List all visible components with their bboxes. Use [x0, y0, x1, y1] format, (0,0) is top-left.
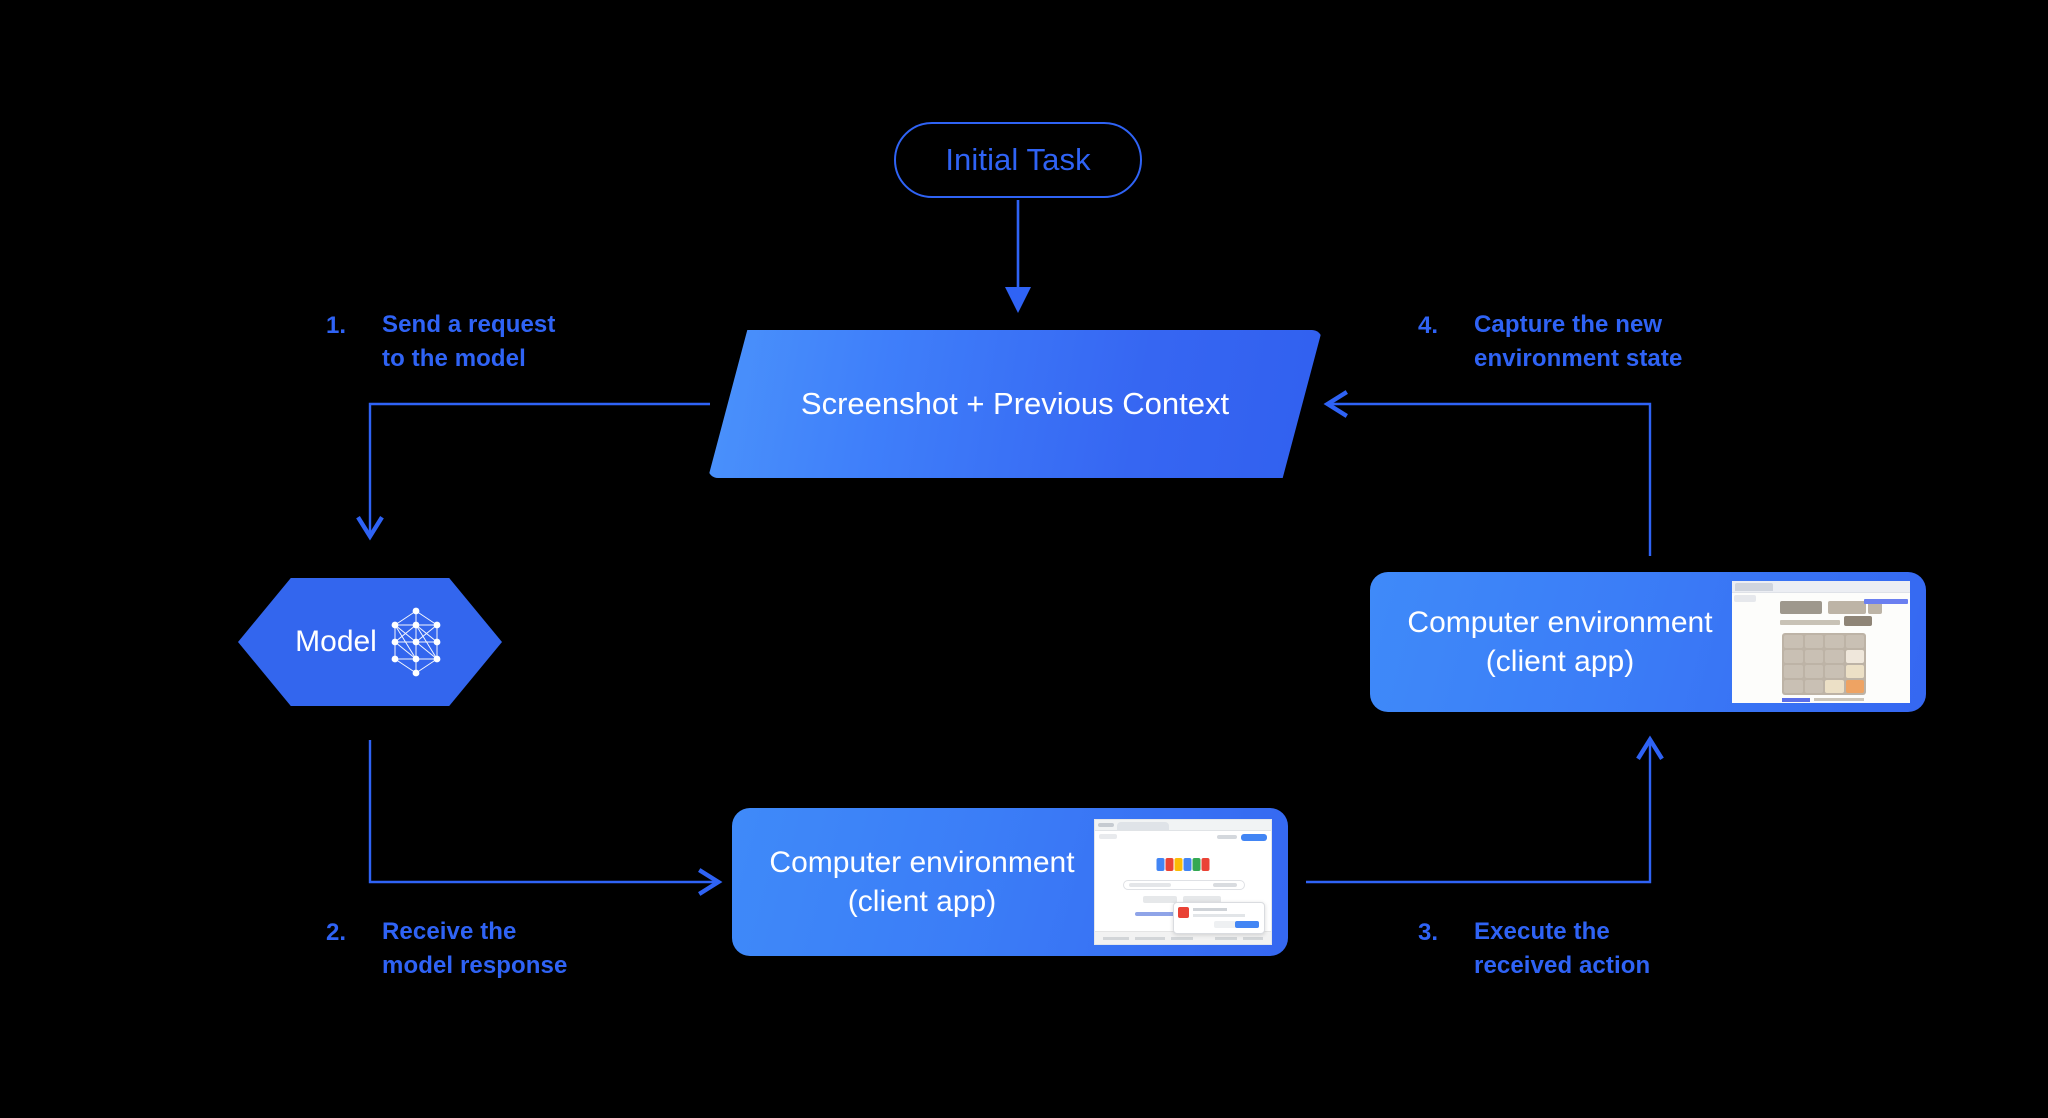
initial-task-node: Initial Task	[894, 122, 1142, 198]
env-right-label: Computer environment (client app)	[1407, 606, 1713, 678]
game-logo	[1780, 601, 1822, 614]
env-right-thumbnail	[1732, 581, 1910, 703]
browser-topbar	[1732, 581, 1910, 593]
step-label-2: 2. Receive the model response	[326, 915, 646, 983]
arrow-3-env-to-env	[1306, 735, 1664, 884]
browser-urlbar	[1099, 834, 1117, 839]
popup-dialog	[1173, 902, 1265, 934]
lucky-button[interactable]	[1183, 896, 1221, 903]
popup-secondary-button[interactable]	[1214, 921, 1236, 928]
step-1-caption: Send a request to the model	[382, 311, 556, 373]
search-icons	[1213, 883, 1237, 887]
step-label-4: 4. Capture the new environment state	[1418, 308, 1748, 376]
step-label-3: 3. Execute the received action	[1418, 915, 1738, 983]
step-2-caption: Receive the model response	[382, 918, 568, 980]
google-logo	[1156, 858, 1210, 871]
game-footer	[1782, 698, 1866, 702]
score-box	[1828, 601, 1866, 614]
popup-title	[1193, 908, 1227, 911]
popup-body	[1193, 914, 1245, 917]
step-1-number: 1.	[326, 312, 347, 339]
arrow-4-env-to-context	[1323, 390, 1652, 556]
signin-button	[1241, 834, 1267, 841]
browser-tab	[1735, 583, 1773, 591]
browser-urlbar	[1734, 595, 1756, 602]
browser-topbar	[1095, 820, 1271, 831]
computer-environment-card-bottom: Computer environment (client app)	[732, 808, 1288, 956]
new-game-button	[1844, 616, 1872, 626]
env-bottom-thumbnail	[1094, 819, 1272, 945]
popup-primary-button[interactable]	[1235, 921, 1259, 928]
model-label: Model	[295, 625, 377, 658]
game-board	[1782, 633, 1866, 695]
header-links	[1864, 599, 1908, 604]
search-placeholder	[1129, 883, 1171, 887]
arrow-1-context-to-model	[356, 402, 710, 541]
initial-task-label: Initial Task	[945, 142, 1091, 177]
arrow-2-model-to-env	[368, 740, 723, 896]
search-input[interactable]	[1123, 880, 1245, 890]
step-3-number: 3.	[1418, 919, 1439, 946]
step-4-caption: Capture the new environment state	[1474, 311, 1683, 373]
google-search-button[interactable]	[1143, 896, 1177, 903]
step-3-caption: Execute the received action	[1474, 918, 1651, 980]
browser-tab	[1117, 822, 1169, 830]
screenshot-context-node: Screenshot + Previous Context	[708, 330, 1322, 478]
screenshot-context-label: Screenshot + Previous Context	[800, 386, 1230, 421]
game-subtitle	[1780, 620, 1840, 625]
step-4-number: 4.	[1418, 312, 1439, 339]
neural-network-icon	[391, 607, 441, 677]
browser-nav-buttons	[1098, 823, 1114, 827]
model-node: Model	[238, 578, 502, 706]
popup-icon	[1178, 907, 1189, 918]
step-label-1: 1. Send a request to the model	[326, 308, 626, 376]
header-links	[1217, 835, 1237, 839]
step-2-number: 2.	[326, 919, 347, 946]
env-bottom-label: Computer environment (client app)	[769, 846, 1075, 918]
best-score-box	[1868, 601, 1882, 614]
computer-environment-card-right: Computer environment (client app)	[1370, 572, 1926, 712]
